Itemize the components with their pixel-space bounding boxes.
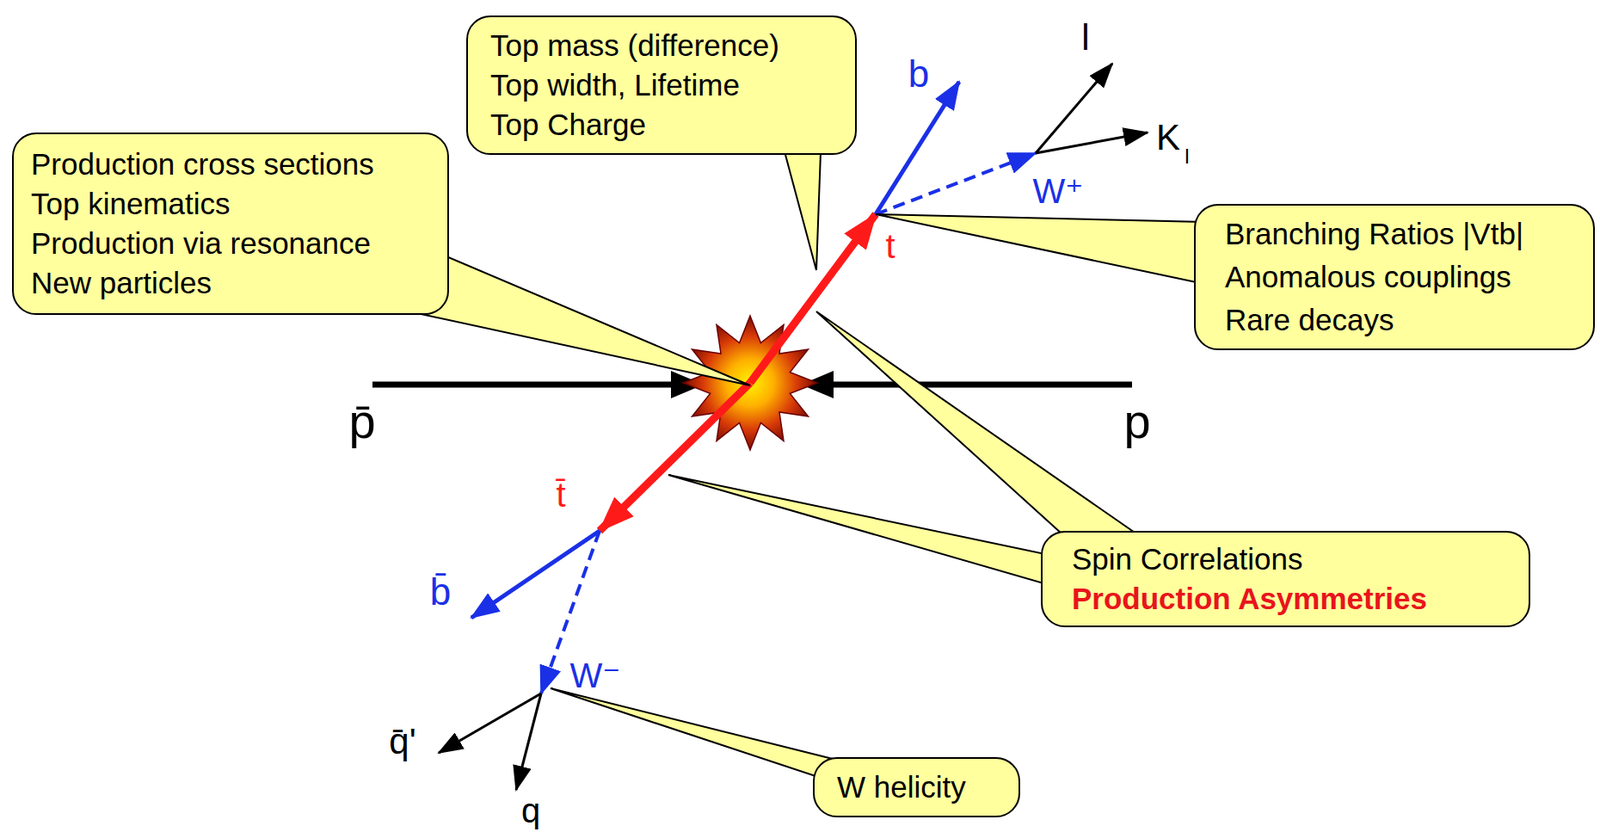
callout-box: W helicity <box>812 756 1021 818</box>
particle-label: W⁺ <box>1033 173 1084 209</box>
neutrino-arrow <box>1035 132 1148 154</box>
callout-tail <box>668 474 1050 585</box>
callout-tail <box>875 214 1205 284</box>
w-plus-arrow <box>875 153 1036 215</box>
callout-text: Top width, Lifetime <box>490 65 833 105</box>
particle-label: q <box>521 793 541 828</box>
callout-text: Production cross sections <box>30 144 431 185</box>
beam-label: p <box>1123 397 1151 446</box>
callout-text: W helicity <box>836 767 997 807</box>
particle-label: W⁻ <box>570 658 622 693</box>
callout-text: Top Charge <box>490 104 833 145</box>
callout-text: New particles <box>30 263 431 303</box>
particle-label: t̄ <box>555 477 566 512</box>
callout-text: Top kinematics <box>30 184 431 224</box>
particle-label: q̄' <box>388 723 416 760</box>
callout-box: Spin CorrelationsProduction Asymmetries <box>1040 530 1531 628</box>
beam-label: p̄ <box>348 397 376 446</box>
callout-text: Production Asymmetries <box>1071 578 1507 619</box>
particle-label: K <box>1156 119 1181 156</box>
callout-text: Top mass (difference) <box>490 25 833 66</box>
particle-label: b̄ <box>430 572 451 611</box>
callout-box: Production cross sectionsTop kinematicsP… <box>12 132 450 315</box>
callout-text: Rare decays <box>1224 298 1576 342</box>
particle-label: l <box>1081 19 1090 56</box>
callout-text: Spin Correlations <box>1071 539 1507 579</box>
callout-tail <box>550 688 861 780</box>
antiproton-beam <box>372 381 680 388</box>
lepton-arrow <box>1035 63 1113 154</box>
callout-tail <box>816 311 1149 542</box>
quark-arrow <box>438 693 542 753</box>
antitop-arrow <box>599 382 751 531</box>
proton-beam <box>825 381 1133 388</box>
callout-box: Top mass (difference)Top width, Lifetime… <box>466 15 857 155</box>
callout-box: Branching Ratios |Vtb|Anomalous coupling… <box>1193 203 1595 351</box>
callout-text: Branching Ratios |Vtb| <box>1224 212 1576 256</box>
particle-label: b <box>908 55 930 93</box>
callout-text: Production via resonance <box>30 223 431 264</box>
quark-arrow <box>516 693 542 790</box>
b-arrow <box>875 81 960 215</box>
callout-text: Anomalous couplings <box>1224 255 1576 299</box>
subscript-label: l <box>1184 146 1189 167</box>
bbar-arrow <box>471 530 600 618</box>
particle-label: t <box>885 228 895 264</box>
